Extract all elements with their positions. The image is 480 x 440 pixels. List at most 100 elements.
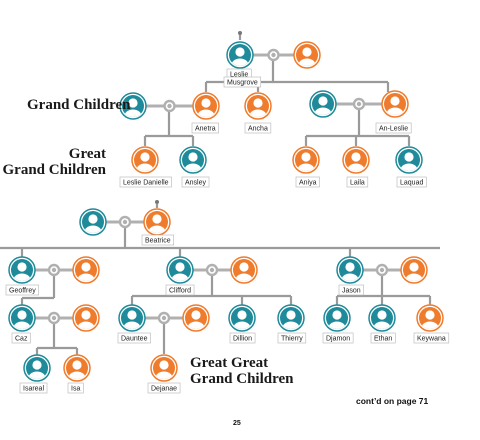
thierry-head <box>286 310 296 320</box>
caz-body <box>13 321 31 329</box>
clifford <box>166 256 194 284</box>
great-grand-line2: Grand Children <box>2 161 107 178</box>
caz-spouse-body <box>77 321 95 329</box>
geoffrey-body <box>13 273 31 281</box>
clifford-marriage-ring-icon-outer <box>205 263 219 277</box>
keywana-head <box>425 310 435 320</box>
leslie-danielle <box>131 146 159 174</box>
geoffrey-spouse-body <box>77 273 95 281</box>
name-tag-ansley: Ansley <box>185 180 207 187</box>
name-tag-leslie: Leslie <box>230 72 248 79</box>
name-tag-laila: Laila <box>350 180 365 187</box>
isareal <box>23 354 51 382</box>
name-tag-ethan-box <box>370 332 396 344</box>
leslie-musgrove-spouse <box>293 41 321 69</box>
jason-spouse <box>400 256 428 284</box>
grand-children-text: Grand Children <box>27 97 131 113</box>
anetra <box>192 92 220 120</box>
dauntee-marriage-ring-icon-outer <box>157 311 171 325</box>
beatrice-head <box>152 214 162 224</box>
name-tag-keywana-box <box>413 332 450 344</box>
anetra-marriage-ring-icon <box>163 99 176 113</box>
leslie-danielle-body <box>136 163 154 171</box>
root-marriage-ring-icon-inner <box>269 51 278 59</box>
anetra-marriage-ring-icon-outer <box>163 99 176 113</box>
caz-marriage-ring-icon <box>47 311 61 325</box>
anetra-spouse-body <box>124 109 142 117</box>
name-tag-laquad-box <box>396 176 427 188</box>
name-tag-beatrice: Beatrice <box>145 238 171 245</box>
an-leslie-marriage-ring-icon-outer <box>352 97 366 111</box>
leslie-musgrove-head <box>235 47 245 57</box>
an-leslie-body <box>386 107 404 115</box>
leslie-musgrove-body <box>231 58 249 66</box>
dauntee-head <box>127 310 137 320</box>
ancha-head <box>253 98 263 108</box>
name-tag-geoffrey-box <box>5 284 40 296</box>
continued-note: cont’d on page 71 <box>356 396 429 406</box>
caz <box>8 304 36 332</box>
an-leslie <box>381 90 409 118</box>
dauntee-spouse <box>182 304 210 332</box>
beatrice-link-dot <box>155 200 159 204</box>
laila-head <box>351 152 361 162</box>
an-leslie-head <box>390 96 400 106</box>
name-tag-caz: Caz <box>15 336 28 343</box>
name-tag-anetra-box <box>191 122 219 134</box>
clifford-spouse <box>230 256 258 284</box>
dillion <box>228 304 256 332</box>
dauntee-marriage-ring-icon-inner <box>160 314 168 322</box>
name-tag-ancha-box <box>244 122 272 134</box>
caz-marriage-ring-icon-outer <box>47 311 61 325</box>
ethan-head <box>377 310 387 320</box>
geoffrey-spouse <box>72 256 100 284</box>
laquad-head <box>404 152 414 162</box>
people <box>8 41 444 382</box>
clifford-spouse-head <box>239 262 249 272</box>
laquad-body <box>400 163 418 171</box>
an-leslie-marriage-ring-icon <box>352 97 366 111</box>
laila-body <box>347 163 365 171</box>
dejanae <box>150 354 178 382</box>
beatrice-marriage-ring-icon <box>118 215 132 229</box>
djamon <box>323 304 351 332</box>
clifford-marriage-ring-icon <box>205 263 219 277</box>
name-tag-dauntee: Dauntee <box>121 336 148 343</box>
isa <box>63 354 91 382</box>
beatrice <box>143 208 171 236</box>
dauntee-body <box>123 321 141 329</box>
name-tag-jason: Jason <box>342 288 361 295</box>
aniya-body <box>297 163 315 171</box>
jason-head <box>345 262 355 272</box>
root-marriage-ring-icon <box>267 48 280 62</box>
ethan <box>368 304 396 332</box>
name-tag-isa-box <box>67 382 84 394</box>
anetra-head <box>201 98 211 108</box>
aniya <box>292 146 320 174</box>
name-tag-dejanae-box <box>147 382 181 394</box>
aniya-head <box>301 152 311 162</box>
beatrice-spouse-head <box>88 214 98 224</box>
beatrice-body <box>148 225 166 233</box>
jason-marriage-ring-icon-inner <box>378 266 386 274</box>
name-tag-isa: Isa <box>71 386 80 393</box>
thierry <box>277 304 305 332</box>
name-tag-caz-box <box>11 332 31 344</box>
jason <box>336 256 364 284</box>
name-tag-ancha: Ancha <box>248 126 268 133</box>
name-tag-laila-box <box>346 176 369 188</box>
name-tag-an-leslie: An-Leslie <box>379 126 408 133</box>
thierry-body <box>282 321 300 329</box>
ethan-body <box>373 321 391 329</box>
clifford-marriage-ring-icon-inner <box>208 266 216 274</box>
name-tag-jason-box <box>338 284 364 296</box>
caz-spouse <box>72 304 100 332</box>
name-tag-dillion: Dillion <box>233 336 252 343</box>
grand-children-label: Grand Children <box>27 97 131 114</box>
name-tag-thierry-box <box>277 332 307 344</box>
dauntee-spouse-head <box>191 310 201 320</box>
great-grand-children-label: Great Grand Children <box>2 146 107 179</box>
keywana-body <box>421 321 439 329</box>
jason-body <box>341 273 359 281</box>
name-tag-aniya-box <box>295 176 320 188</box>
